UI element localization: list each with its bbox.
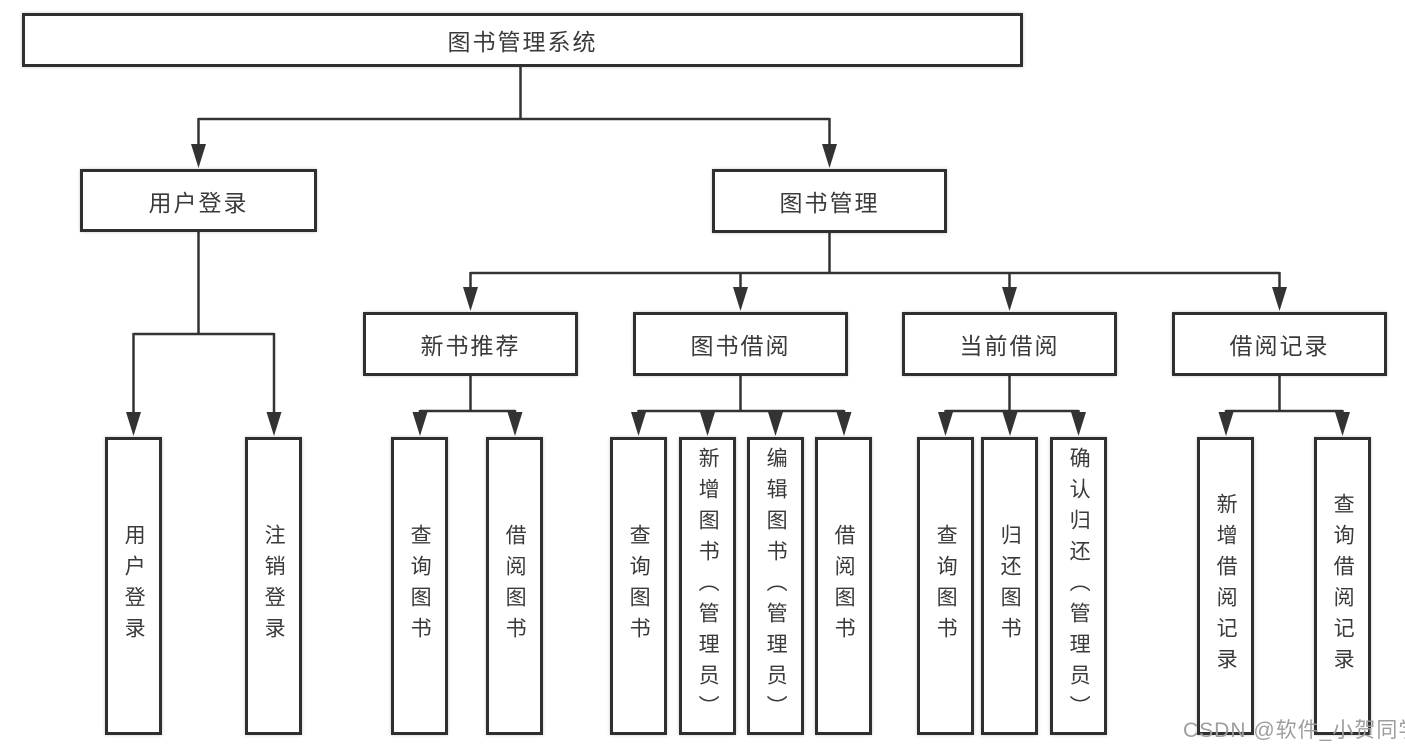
node-borrow-records: 借阅记录 xyxy=(1172,312,1387,376)
node-book-borrow: 图书借阅 xyxy=(633,312,848,376)
node-book-management: 图书管理 xyxy=(712,169,947,233)
leaf-query-books-borrow: 查询图书 xyxy=(610,437,667,735)
node-current-borrow: 当前借阅 xyxy=(902,312,1117,376)
leaf-add-borrow-record: 新增借阅记录 xyxy=(1197,437,1254,735)
leaf-borrow-books: 借阅图书 xyxy=(815,437,872,735)
root-node-system-title: 图书管理系统 xyxy=(22,13,1023,67)
leaf-return-book: 归还图书 xyxy=(981,437,1038,735)
leaf-query-books-newbook: 查询图书 xyxy=(391,437,448,735)
leaf-query-books-current: 查询图书 xyxy=(917,437,974,735)
leaf-confirm-return-admin: 确认归还（管理员） xyxy=(1050,437,1107,735)
node-user-login: 用户登录 xyxy=(80,169,317,232)
node-new-book-recommend: 新书推荐 xyxy=(363,312,578,376)
leaf-user-login: 用户登录 xyxy=(105,437,162,735)
leaf-add-book-admin: 新增图书（管理员） xyxy=(679,437,736,735)
arrowhead-icons xyxy=(126,144,1350,436)
leaf-query-borrow-record: 查询借阅记录 xyxy=(1314,437,1371,735)
leaf-borrow-books-newbook: 借阅图书 xyxy=(486,437,543,735)
csdn-watermark: CSDN @软件_小贺同学 xyxy=(1183,719,1405,742)
leaf-logout: 注销登录 xyxy=(245,437,302,735)
leaf-edit-book-admin: 编辑图书（管理员） xyxy=(747,437,804,735)
